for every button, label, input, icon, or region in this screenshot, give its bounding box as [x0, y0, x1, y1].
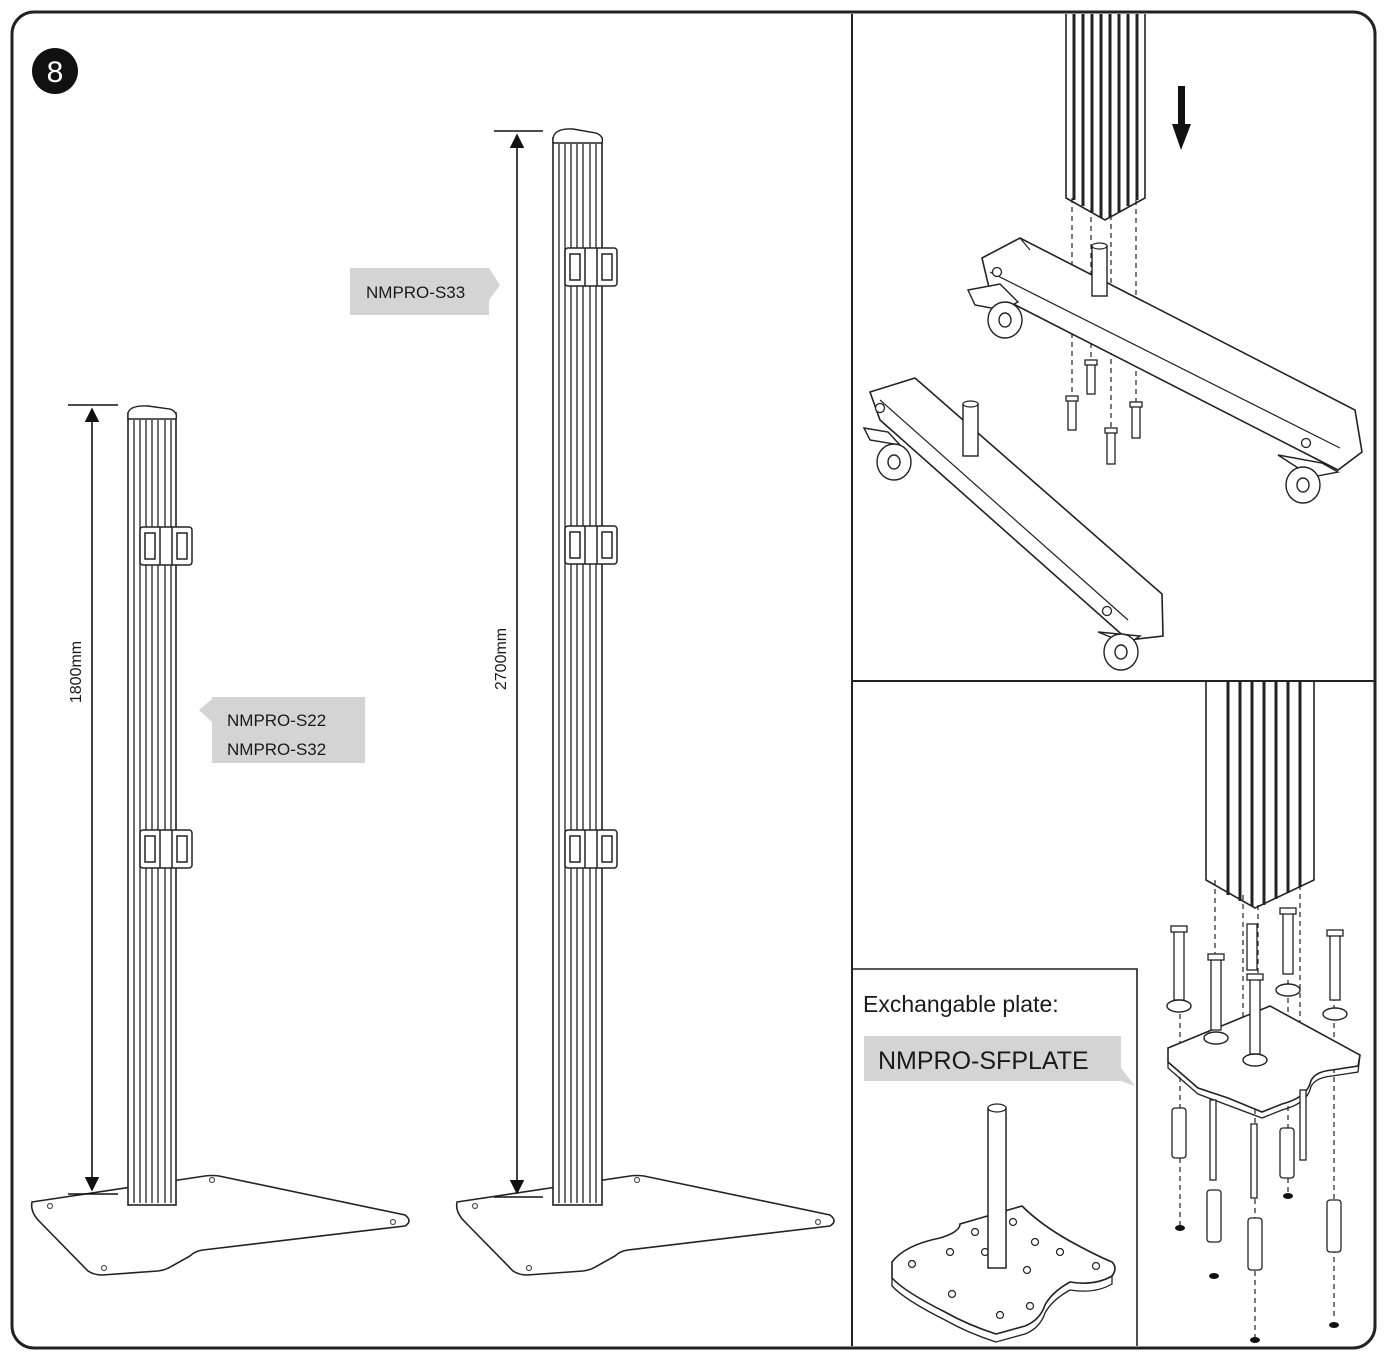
- floor-plate-assembly: [1166, 682, 1361, 1343]
- step-number: 8: [47, 56, 64, 89]
- inset-plate-pin: [987, 1107, 1007, 1269]
- down-arrow-icon: [1172, 86, 1191, 150]
- tall-pole-cap: [552, 128, 604, 144]
- short-pole-cap: [127, 405, 178, 420]
- floor-plate-washers: [1166, 983, 1348, 1067]
- short-model-label-2: NMPRO-S32: [227, 740, 326, 759]
- short-pole-model-tag: NMPRO-S22 NMPRO-S32: [199, 697, 365, 763]
- castor-rail-front: [868, 377, 1164, 641]
- exchangeable-plate-panel: Exchangable plate: NMPRO-SFPLATE: [853, 968, 1138, 1346]
- tall-pole-model-tag: NMPRO-S33: [350, 268, 500, 315]
- castor-wheel-front-left: [862, 427, 912, 481]
- step-badge: 8: [32, 48, 78, 94]
- tall-pole-bracket-middle: [564, 525, 618, 565]
- plate-model-tag: [864, 1036, 1135, 1086]
- plate-model-label: NMPRO-SFPLATE: [878, 1047, 1089, 1075]
- pole-end-top: [1065, 14, 1146, 221]
- castor-wheel-back-left: [966, 283, 1023, 339]
- short-pole-bracket-upper: [139, 526, 193, 566]
- short-pole-assembly: 1800mm: [30, 404, 410, 1276]
- short-pole-base-plate: [30, 1174, 410, 1276]
- tall-model-label: NMPRO-S33: [366, 283, 465, 302]
- castor-wheel-front-right: [1097, 631, 1143, 671]
- tall-pole-bracket-top: [564, 247, 618, 287]
- tall-pole-base-plate: [455, 1174, 835, 1276]
- floor-plate-anchors: [1171, 1089, 1342, 1271]
- short-pole-height-label: 1800mm: [68, 641, 85, 703]
- tall-pole-assembly: 2700mm: [455, 128, 835, 1276]
- short-pole-bracket-lower: [139, 829, 193, 869]
- tall-pole-dimension: [494, 130, 543, 1198]
- castor-base-assembly: [862, 14, 1363, 671]
- tall-pole-height-label: 2700mm: [493, 628, 510, 690]
- tall-pole-bracket-bottom: [564, 829, 618, 869]
- outer-frame: [10, 10, 1377, 1350]
- short-model-label-1: NMPRO-S22: [227, 711, 326, 730]
- pole-end-bottom: [1205, 682, 1315, 909]
- short-pole-dimension: [68, 404, 118, 1195]
- castor-bolts: [1065, 359, 1143, 465]
- floor-plate-bolts: [1170, 907, 1344, 1055]
- castor-wheel-back-right: [1277, 454, 1341, 504]
- floor-drill-points: [1175, 1193, 1339, 1343]
- exchangeable-plate-title: Exchangable plate:: [863, 991, 1059, 1017]
